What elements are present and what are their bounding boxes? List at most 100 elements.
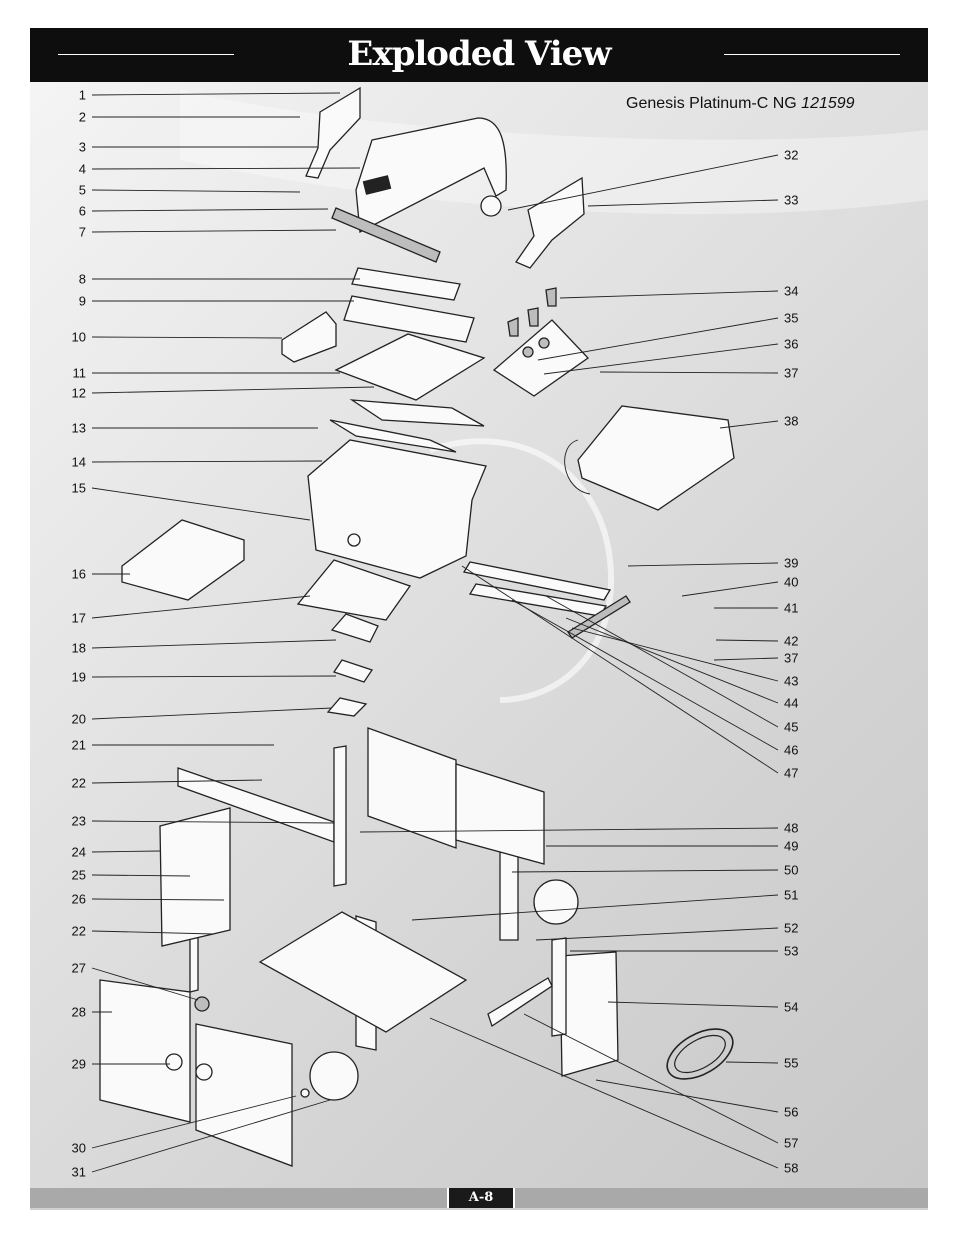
callout-number-23: 23	[72, 814, 86, 829]
callout-leader-47	[461, 565, 779, 774]
callout-leader-54	[607, 1001, 779, 1008]
callout-number-55: 55	[784, 1056, 798, 1071]
callout-number-1: 1	[79, 88, 86, 103]
callout-number-41: 41	[784, 601, 798, 616]
catch-pan	[332, 659, 374, 683]
callout-leader-40	[681, 581, 779, 597]
callout-leader-14	[91, 460, 323, 463]
callout-leader-34	[559, 290, 779, 299]
callout-number-37: 37	[784, 651, 798, 666]
callout-number-17: 17	[72, 611, 86, 626]
callout-number-18: 18	[72, 641, 86, 656]
callout-number-51: 51	[784, 888, 798, 903]
wheel-rear	[533, 879, 579, 925]
callout-number-31: 31	[72, 1165, 86, 1180]
callout-leader-55	[725, 1061, 779, 1064]
drip-tray	[326, 697, 368, 717]
lid-logo	[362, 175, 392, 195]
callout-leader-30	[91, 1095, 297, 1149]
callout-number-38: 38	[784, 414, 798, 429]
flavorizer-strip-1	[349, 399, 485, 427]
page-number: A-8	[468, 1190, 494, 1205]
callout-number-40: 40	[784, 575, 798, 590]
callout-leader-22	[91, 779, 263, 784]
right-end-cap	[515, 176, 585, 269]
callout-number-34: 34	[784, 284, 798, 299]
cooking-grate	[343, 295, 475, 343]
callout-leader-36	[543, 343, 779, 375]
callout-leader-17	[91, 595, 311, 619]
flavorizer-holder	[281, 311, 337, 363]
side-burner-hose	[564, 439, 591, 495]
callout-number-24: 24	[72, 845, 86, 860]
callout-leader-19	[91, 675, 337, 678]
control-hole-1	[522, 346, 534, 358]
callout-number-5: 5	[79, 183, 86, 198]
flavorizer-strip-2	[329, 419, 457, 453]
side-panel	[159, 807, 231, 947]
callout-number-21: 21	[72, 738, 86, 753]
flavorizer-bars	[334, 333, 486, 401]
lid-handle	[331, 207, 441, 263]
door-magnet	[300, 1088, 310, 1098]
model-label: Genesis Platinum-C NG 121599	[626, 95, 855, 113]
callout-number-57: 57	[784, 1136, 798, 1151]
callout-leader-12	[91, 386, 375, 394]
callout-number-45: 45	[784, 720, 798, 735]
frame-leg-rear-left	[333, 745, 347, 887]
gas-hose	[666, 1028, 734, 1080]
door-handle-left	[165, 1053, 183, 1071]
tank-scale-panel	[559, 951, 619, 1077]
callout-number-27: 27	[72, 961, 86, 976]
warming-rack	[351, 267, 461, 301]
callout-number-33: 33	[784, 193, 798, 208]
callout-leader-44	[565, 617, 779, 704]
callout-leader-37	[599, 371, 779, 374]
door-left	[99, 979, 191, 1123]
callout-number-4: 4	[79, 162, 86, 177]
callout-number-54: 54	[784, 1000, 798, 1015]
callout-number-13: 13	[72, 421, 86, 436]
callout-leader-5	[91, 189, 301, 193]
callout-leader-7	[91, 229, 337, 233]
callout-number-30: 30	[72, 1141, 86, 1156]
callout-number-47: 47	[784, 766, 798, 781]
catch-pan-holder	[330, 613, 379, 643]
callout-leader-1	[91, 92, 341, 96]
callout-leader-32	[507, 154, 779, 211]
background-arc	[429, 438, 615, 703]
left-end-cap	[305, 86, 361, 179]
burner-knob-3	[545, 287, 557, 307]
callout-number-42: 42	[784, 634, 798, 649]
header-rule-left	[58, 54, 234, 55]
back-panel-right	[455, 763, 545, 865]
callout-leader-58	[429, 1017, 779, 1169]
callout-leader-43	[571, 627, 779, 682]
callout-number-52: 52	[784, 921, 798, 936]
callout-leader-46	[511, 599, 779, 751]
manifold	[567, 595, 631, 639]
callout-leader-37	[713, 657, 779, 661]
callout-leader-6	[91, 208, 329, 212]
model-number: 121599	[801, 95, 855, 112]
callout-leader-10	[91, 336, 283, 339]
lid	[355, 117, 507, 234]
callout-leader-24	[91, 850, 161, 853]
callout-leader-4	[91, 167, 361, 170]
back-panel-left	[367, 727, 457, 849]
callout-number-26: 26	[72, 892, 86, 907]
callout-group: 1234567891011121314151617181920212223242…	[72, 88, 799, 1180]
callout-leader-33	[587, 199, 779, 207]
callout-leader-15	[91, 487, 311, 521]
callout-number-12: 12	[72, 386, 86, 401]
callout-number-39: 39	[784, 556, 798, 571]
callout-number-20: 20	[72, 712, 86, 727]
callout-leader-18	[91, 639, 337, 649]
callout-leader-48	[359, 827, 779, 833]
callout-number-22: 22	[72, 924, 86, 939]
left-side-table	[121, 519, 245, 601]
callout-number-48: 48	[784, 821, 798, 836]
callout-number-22: 22	[72, 776, 86, 791]
